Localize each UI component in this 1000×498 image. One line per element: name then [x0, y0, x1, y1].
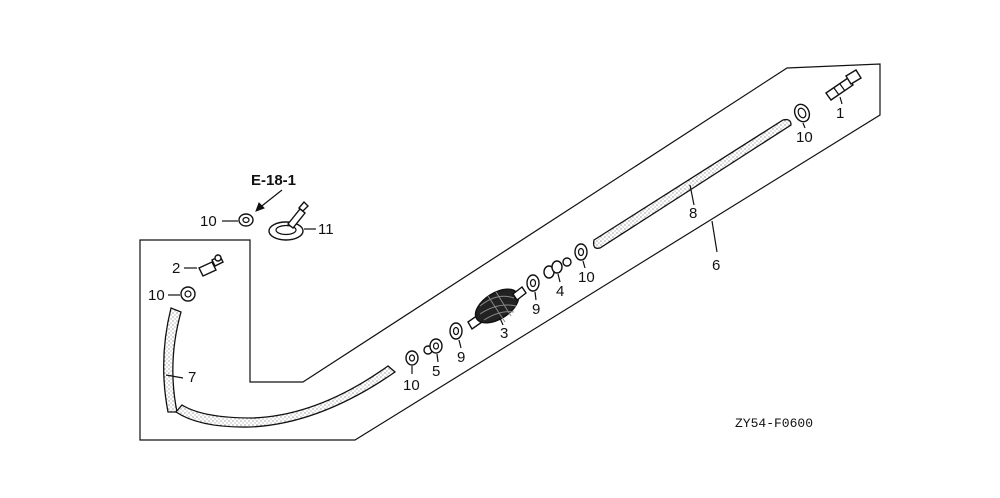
hose-clamp-part-10-mid[interactable]	[574, 243, 588, 261]
check-valve-part-5[interactable]	[423, 338, 443, 355]
callout-10-top: 10	[796, 129, 813, 146]
callout-10-left: 10	[148, 287, 165, 304]
hose-clamp-part-10-low[interactable]	[405, 350, 419, 366]
check-valve-part-4[interactable]	[543, 257, 572, 279]
callout-2: 2	[172, 260, 180, 277]
hose-clamp-part-9-low[interactable]	[449, 322, 463, 340]
callout-10-mid: 10	[578, 269, 595, 286]
callout-4: 4	[556, 283, 564, 300]
reference-e-18-1: E-18-1	[251, 172, 296, 189]
primer-bulb-part-3[interactable]	[467, 282, 527, 331]
callout-10-ref: 10	[200, 213, 217, 230]
fuel-hose-part-8[interactable]	[592, 118, 792, 249]
hose-clamp-part-10-left[interactable]	[180, 286, 196, 302]
reference-arrow	[255, 202, 265, 212]
callout-9-high: 9	[532, 301, 540, 318]
callout-7: 7	[188, 369, 196, 386]
fuel-hose-part-7[interactable]	[163, 307, 397, 428]
callout-6: 6	[712, 257, 720, 274]
callout-11: 11	[318, 221, 334, 238]
callout-1: 1	[836, 105, 844, 122]
callout-5: 5	[432, 363, 440, 380]
hose-clamp-part-10-ref[interactable]	[238, 213, 254, 227]
drawing-code: ZY54-F0600	[735, 416, 813, 431]
hose-clamp-part-10[interactable]	[792, 102, 812, 124]
callout-3: 3	[500, 325, 508, 342]
hose-clamp-part-9-high[interactable]	[526, 274, 540, 292]
assembly-frame	[139, 63, 881, 441]
tank-joint-part-11[interactable]	[268, 200, 309, 241]
fuel-connector-part-1[interactable]	[825, 69, 862, 101]
callout-9-low: 9	[457, 349, 465, 366]
fuel-connector-part-2[interactable]	[198, 254, 224, 277]
callout-8: 8	[689, 205, 697, 222]
callout-10-low: 10	[403, 377, 420, 394]
